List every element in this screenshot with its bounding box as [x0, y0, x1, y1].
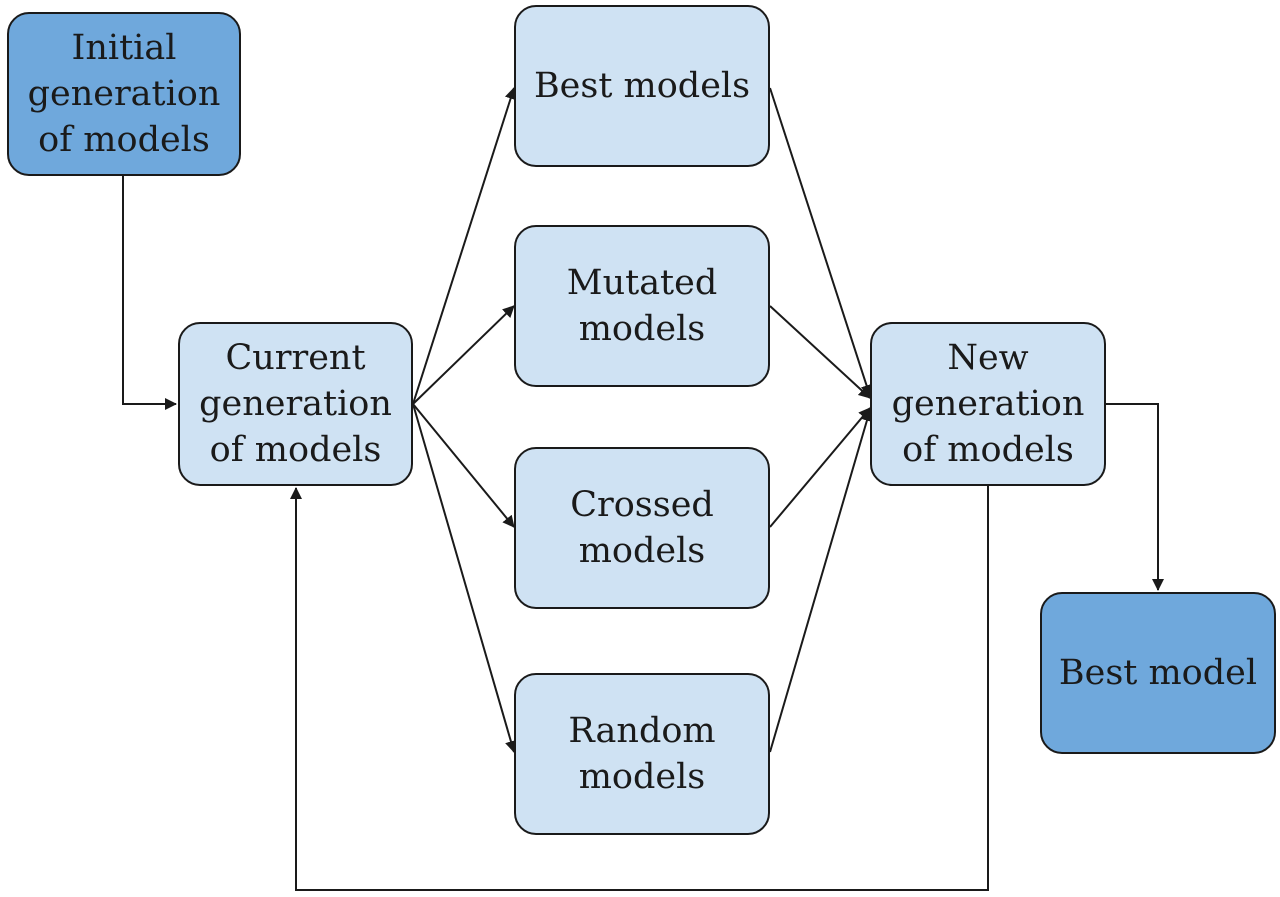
edge-new-to-current-feedback: [290, 486, 989, 891]
edge-current-to-mutated: [412, 305, 515, 405]
edge-crossed-to-new: [769, 407, 871, 528]
node-best-model: Best model: [1040, 592, 1276, 754]
node-initial-generation-label: Initial generation of models: [27, 28, 221, 160]
edge-random-to-new: [769, 409, 873, 753]
node-random-models: Random models: [514, 673, 770, 835]
node-crossed-models-label: Crossed models: [570, 485, 714, 571]
edge-mutated-to-new: [769, 305, 871, 399]
edge-new-to-best-model: [1106, 403, 1164, 591]
edge-best-to-new: [769, 87, 873, 397]
node-new-generation: New generation of models: [870, 322, 1106, 486]
node-initial-generation: Initial generation of models: [7, 12, 241, 176]
edge-current-to-random: [412, 403, 517, 753]
node-best-models-label: Best models: [533, 66, 751, 106]
node-crossed-models: Crossed models: [514, 447, 770, 609]
node-mutated-models-label: Mutated models: [566, 263, 718, 349]
node-current-generation: Current generation of models: [178, 322, 413, 486]
node-current-generation-label: Current generation of models: [199, 338, 392, 470]
node-best-models: Best models: [514, 5, 770, 167]
node-best-model-label: Best model: [1058, 653, 1258, 693]
node-new-generation-label: New generation of models: [891, 338, 1085, 470]
node-mutated-models: Mutated models: [514, 225, 770, 387]
node-random-models-label: Random models: [568, 711, 716, 797]
edge-initial-to-current: [122, 176, 177, 410]
edge-current-to-best: [412, 87, 517, 405]
edge-current-to-crossed: [412, 403, 515, 528]
